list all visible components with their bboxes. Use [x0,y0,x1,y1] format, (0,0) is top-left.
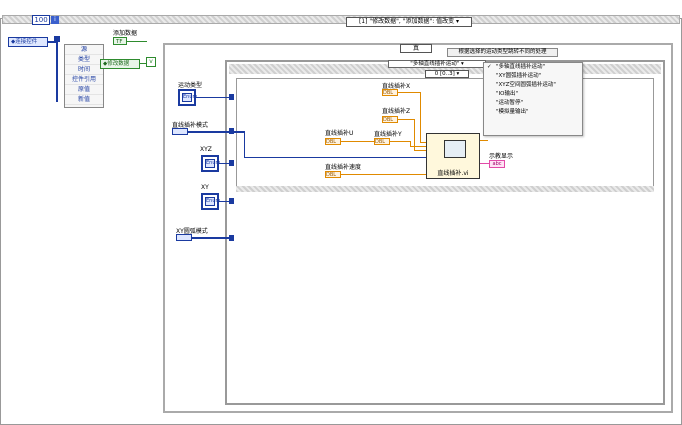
xy-arc-mode-wire [192,237,232,239]
string-out-wire [480,163,489,164]
z-input-label: 直线插补Z [382,108,411,115]
z-wire-in [414,150,426,151]
xy-wire [219,201,232,202]
event-data-item[interactable]: 原值 [65,85,103,95]
y-wire [390,141,410,142]
linear-mode-label: 直线插补模式 [172,122,209,129]
event-data-item[interactable]: 时间 [65,65,103,75]
add-data-label: 添加数据 [113,30,138,37]
tunnel-icon [229,128,234,134]
check-icon: ✓ [487,64,492,70]
x-input-label: 直线插补X [382,83,411,90]
loop-count-constant[interactable]: 100 [32,15,50,25]
xy-label: XY [201,184,209,191]
speed-wire [341,174,426,175]
y-wire-in [410,146,426,147]
modify-data-wire [140,63,147,64]
motion-type-wire [196,97,232,98]
output-label: 示教显示 [489,153,514,160]
event-data-item[interactable]: 控件引用 [65,75,103,85]
tunnel-icon [54,36,60,42]
modify-data-terminal[interactable]: ◆修改数据 [100,59,140,69]
event-data-node[interactable]: 源 类型 时间 控件引用 原值 新值 [64,44,104,108]
u-input-label: 直线插补U [325,130,354,137]
iteration-terminal-icon: i [51,16,59,24]
x-wire-v [420,92,421,142]
mode-wire-inner [234,131,244,133]
xy-enum[interactable]: Enum [201,193,221,210]
mode-wire-inner-v [244,131,245,158]
modify-data-icon: ◆ [103,61,108,67]
add-data-wire [127,41,147,42]
dropdown-item[interactable]: "运动暂停" [496,100,524,106]
event-data-item[interactable]: 类型 [65,55,103,65]
enum-text: Enum [205,197,221,206]
inner-band-bottom [236,186,654,192]
xy-arc-mode-label: XY圆弧模式 [176,228,208,235]
mode-wire-to-subvi [244,157,426,158]
dropdown-item[interactable]: "IO输出" [496,91,519,97]
sequence-selector[interactable]: 0 [0..3] ▾ [425,70,469,78]
subvi-out-wire [480,140,488,141]
linear-mode-control[interactable] [172,128,188,135]
tunnel-icon [229,160,234,166]
y-input-label: 直线插补Y [374,131,402,138]
output-indicator[interactable]: abc [489,160,505,168]
linear-mode-wire [188,131,232,133]
y-input-control[interactable]: DBL [374,138,390,145]
add-data-terminal[interactable]: TF [113,37,127,45]
motion-type-enum[interactable]: Enum [178,89,198,106]
dropdown-item[interactable]: "XYZ空间圆弧插补运动" [496,82,556,88]
xy-arc-mode-control[interactable] [176,234,192,241]
xyz-label: XYZ [200,146,212,153]
inner-case-selector[interactable]: "多轴直线插补运动" ▾ [388,60,486,68]
ref-wire [48,41,56,43]
speed-input-label: 直线插补速度 [325,164,362,171]
z-input-control[interactable]: DBL [382,116,398,123]
reference-label: 连接控件 [15,39,38,45]
case-comment: 根据选择的运动类型跳转不同的处理 [447,48,558,57]
z-wire-v [414,119,415,150]
tunnel-icon [229,235,234,241]
dropdown-item[interactable]: "XY圆弧插补运动" [496,73,542,79]
x-wire-in [420,142,426,143]
linear-interpolation-subvi[interactable]: 直线插补.vi [426,133,480,179]
enum-text: Enum [182,93,198,102]
event-data-item[interactable]: 新值 [65,95,103,105]
speed-input-control[interactable]: DBL [325,171,341,178]
subvi-icon [444,140,466,158]
y-wire-v [410,141,411,146]
inner-band-top [229,64,661,74]
case-selector[interactable]: 真 [400,44,432,53]
ref-wire-vertical [56,42,58,102]
x-wire [398,92,420,93]
u-input-control[interactable]: DBL [325,138,341,145]
motion-type-label: 运动类型 [178,82,203,89]
reference-terminal[interactable]: ◆连接控件 [8,37,48,47]
z-wire [398,119,414,120]
u-wire [341,141,374,142]
xyz-enum[interactable]: Enum [201,155,221,172]
enum-text: Enum [205,159,221,168]
reference-icon: ◆ [11,39,16,45]
xyz-wire [219,163,232,164]
case-dropdown-menu[interactable]: ✓"多轴直线插补运动" "XY圆弧插补运动" "XYZ空间圆弧插补运动" "IO… [483,62,583,136]
x-input-control[interactable]: DBL [382,89,398,96]
dropdown-item[interactable]: ✓"多轴直线插补运动" [487,64,546,70]
loop-top-band [2,15,680,24]
dropdown-item[interactable]: "模拟量输出" [496,109,529,115]
event-case-selector[interactable]: [1] "修改数据", "添加数据": 值改变 ▾ [346,17,472,27]
subvi-caption: 直线插补.vi [437,170,469,177]
or-function-icon[interactable]: v [146,57,156,67]
event-data-item[interactable]: 源 [65,45,103,55]
tunnel-icon [229,198,234,204]
tunnel-icon [229,94,234,100]
